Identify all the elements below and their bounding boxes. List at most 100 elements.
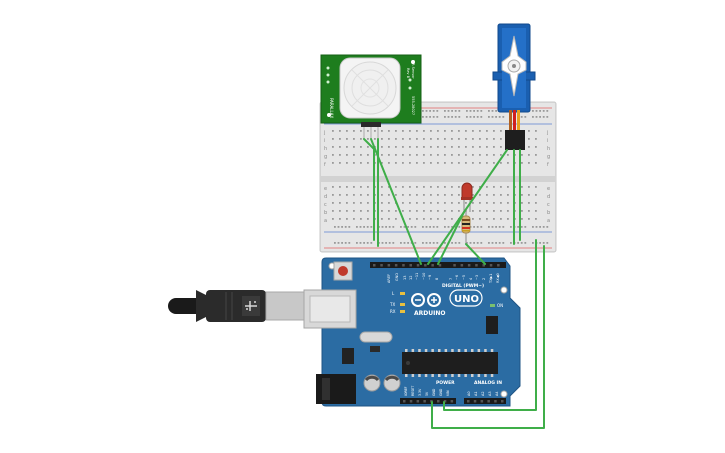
terminal-hole [367, 218, 369, 220]
terminal-hole [472, 210, 474, 212]
terminal-hole [367, 130, 369, 132]
terminal-hole [486, 154, 488, 156]
terminal-hole [437, 202, 439, 204]
rail-hole [447, 226, 450, 228]
terminal-hole [409, 210, 411, 212]
power-header[interactable] [400, 398, 456, 404]
terminal-hole [521, 218, 523, 220]
terminal-hole [430, 194, 432, 196]
pin-label-ioref: IOREF [404, 386, 408, 396]
terminal-hole [339, 146, 341, 148]
red-led[interactable] [461, 182, 473, 212]
terminal-hole [346, 194, 348, 196]
terminal-hole [346, 210, 348, 212]
analog-pin-labels: A0 A1 A2 A3 A4 A5 [467, 391, 506, 396]
terminal-hole [479, 194, 481, 196]
terminal-hole [409, 162, 411, 164]
rail-hole [381, 226, 384, 228]
chip-pin [451, 374, 454, 377]
logo-ring-right [427, 293, 441, 307]
resistor[interactable] [461, 210, 471, 245]
terminal-hole [535, 218, 537, 220]
wire-pir-out-pin[interactable] [370, 138, 422, 265]
terminal-hole [472, 218, 474, 220]
terminal-hole [381, 218, 383, 220]
terminal-hole [528, 138, 530, 140]
wire-servo-signal[interactable] [427, 149, 508, 265]
terminal-hole [367, 202, 369, 204]
rail-hole [356, 242, 358, 244]
rail-hole [425, 226, 428, 228]
wire-gnd-rail[interactable] [443, 239, 537, 411]
wire-led-cathode[interactable] [437, 211, 465, 265]
terminal-hole [437, 138, 439, 140]
terminal-hole [472, 130, 474, 132]
rail-hole [520, 226, 523, 228]
terminal-hole [416, 154, 418, 156]
terminal-hole [388, 154, 390, 156]
terminal-hole [360, 210, 362, 212]
rail-hole [542, 116, 545, 118]
rail-hole [363, 226, 365, 228]
header-socket [467, 400, 470, 403]
servo-connector[interactable] [505, 130, 525, 150]
wire-5v-rail[interactable] [431, 245, 545, 429]
power-pin-labels: IOREF RESET 3.3V 5V GND GND VIN [404, 386, 450, 396]
pin-label-a5: A5 [502, 391, 506, 396]
terminal-hole [388, 202, 390, 204]
rail-hole [451, 116, 453, 118]
chip-pin [484, 374, 487, 377]
terminal-hole [486, 202, 488, 204]
header-socket [450, 400, 454, 403]
rail-hole [524, 242, 527, 244]
analog-header[interactable] [464, 398, 506, 404]
rail-hole [337, 226, 340, 228]
rail-hole [407, 242, 409, 244]
terminal-hole [472, 146, 474, 148]
terminal-hole [465, 138, 467, 140]
arduino-uno[interactable]: ARDUINO UNO L TX RX ON AREF GND 13 12 ~1… [303, 257, 521, 407]
terminal-hole [528, 202, 530, 204]
rail-hole [388, 226, 391, 228]
pir-pin-out[interactable] [370, 127, 372, 139]
rail-hole [444, 242, 446, 244]
terminal-hole [437, 146, 439, 148]
chip-pin [418, 349, 421, 352]
terminal-hole [416, 186, 418, 188]
terminal-hole [500, 130, 502, 132]
pir-pin-gnd[interactable] [377, 127, 379, 139]
resistor-band [462, 227, 470, 229]
rail-hole [400, 242, 402, 244]
row-label-g-right: g [547, 154, 550, 160]
row-label-d: d [324, 194, 327, 200]
chip-pins [405, 349, 494, 377]
wires [363, 138, 545, 429]
rail-hole [520, 116, 523, 118]
terminal-hole [332, 138, 334, 140]
pir-dome-lens [351, 69, 389, 107]
terminal-hole [437, 186, 439, 188]
row-labels-right: j i h g f e d c b a [546, 130, 550, 224]
terminal-hole [388, 194, 390, 196]
terminal-hole [465, 130, 467, 132]
chip-pin [477, 374, 481, 377]
servo-motor[interactable] [492, 23, 536, 150]
usb-cable[interactable] [168, 290, 307, 322]
terminal-hole [360, 218, 362, 220]
rail-hole [341, 242, 343, 244]
usb-b-port-inner [309, 295, 351, 323]
reset-button-cap[interactable] [338, 266, 348, 276]
wire-led-resistor-pin[interactable] [465, 243, 486, 265]
chip-pin [464, 374, 467, 377]
pir-sensor[interactable]: PARALLAX PIR Sensor Rev B 555-28027 [320, 54, 422, 139]
rail-hole [480, 226, 483, 228]
rail-hole [469, 242, 472, 244]
terminal-hole [444, 202, 446, 204]
pir-pin-vcc[interactable] [363, 127, 365, 139]
led-rim [461, 197, 473, 200]
logo-ring-left [411, 293, 425, 307]
terminal-hole [360, 154, 362, 156]
terminal-hole [535, 146, 537, 148]
rail-hole [539, 116, 541, 118]
pin-label-aref: AREF [387, 274, 391, 283]
